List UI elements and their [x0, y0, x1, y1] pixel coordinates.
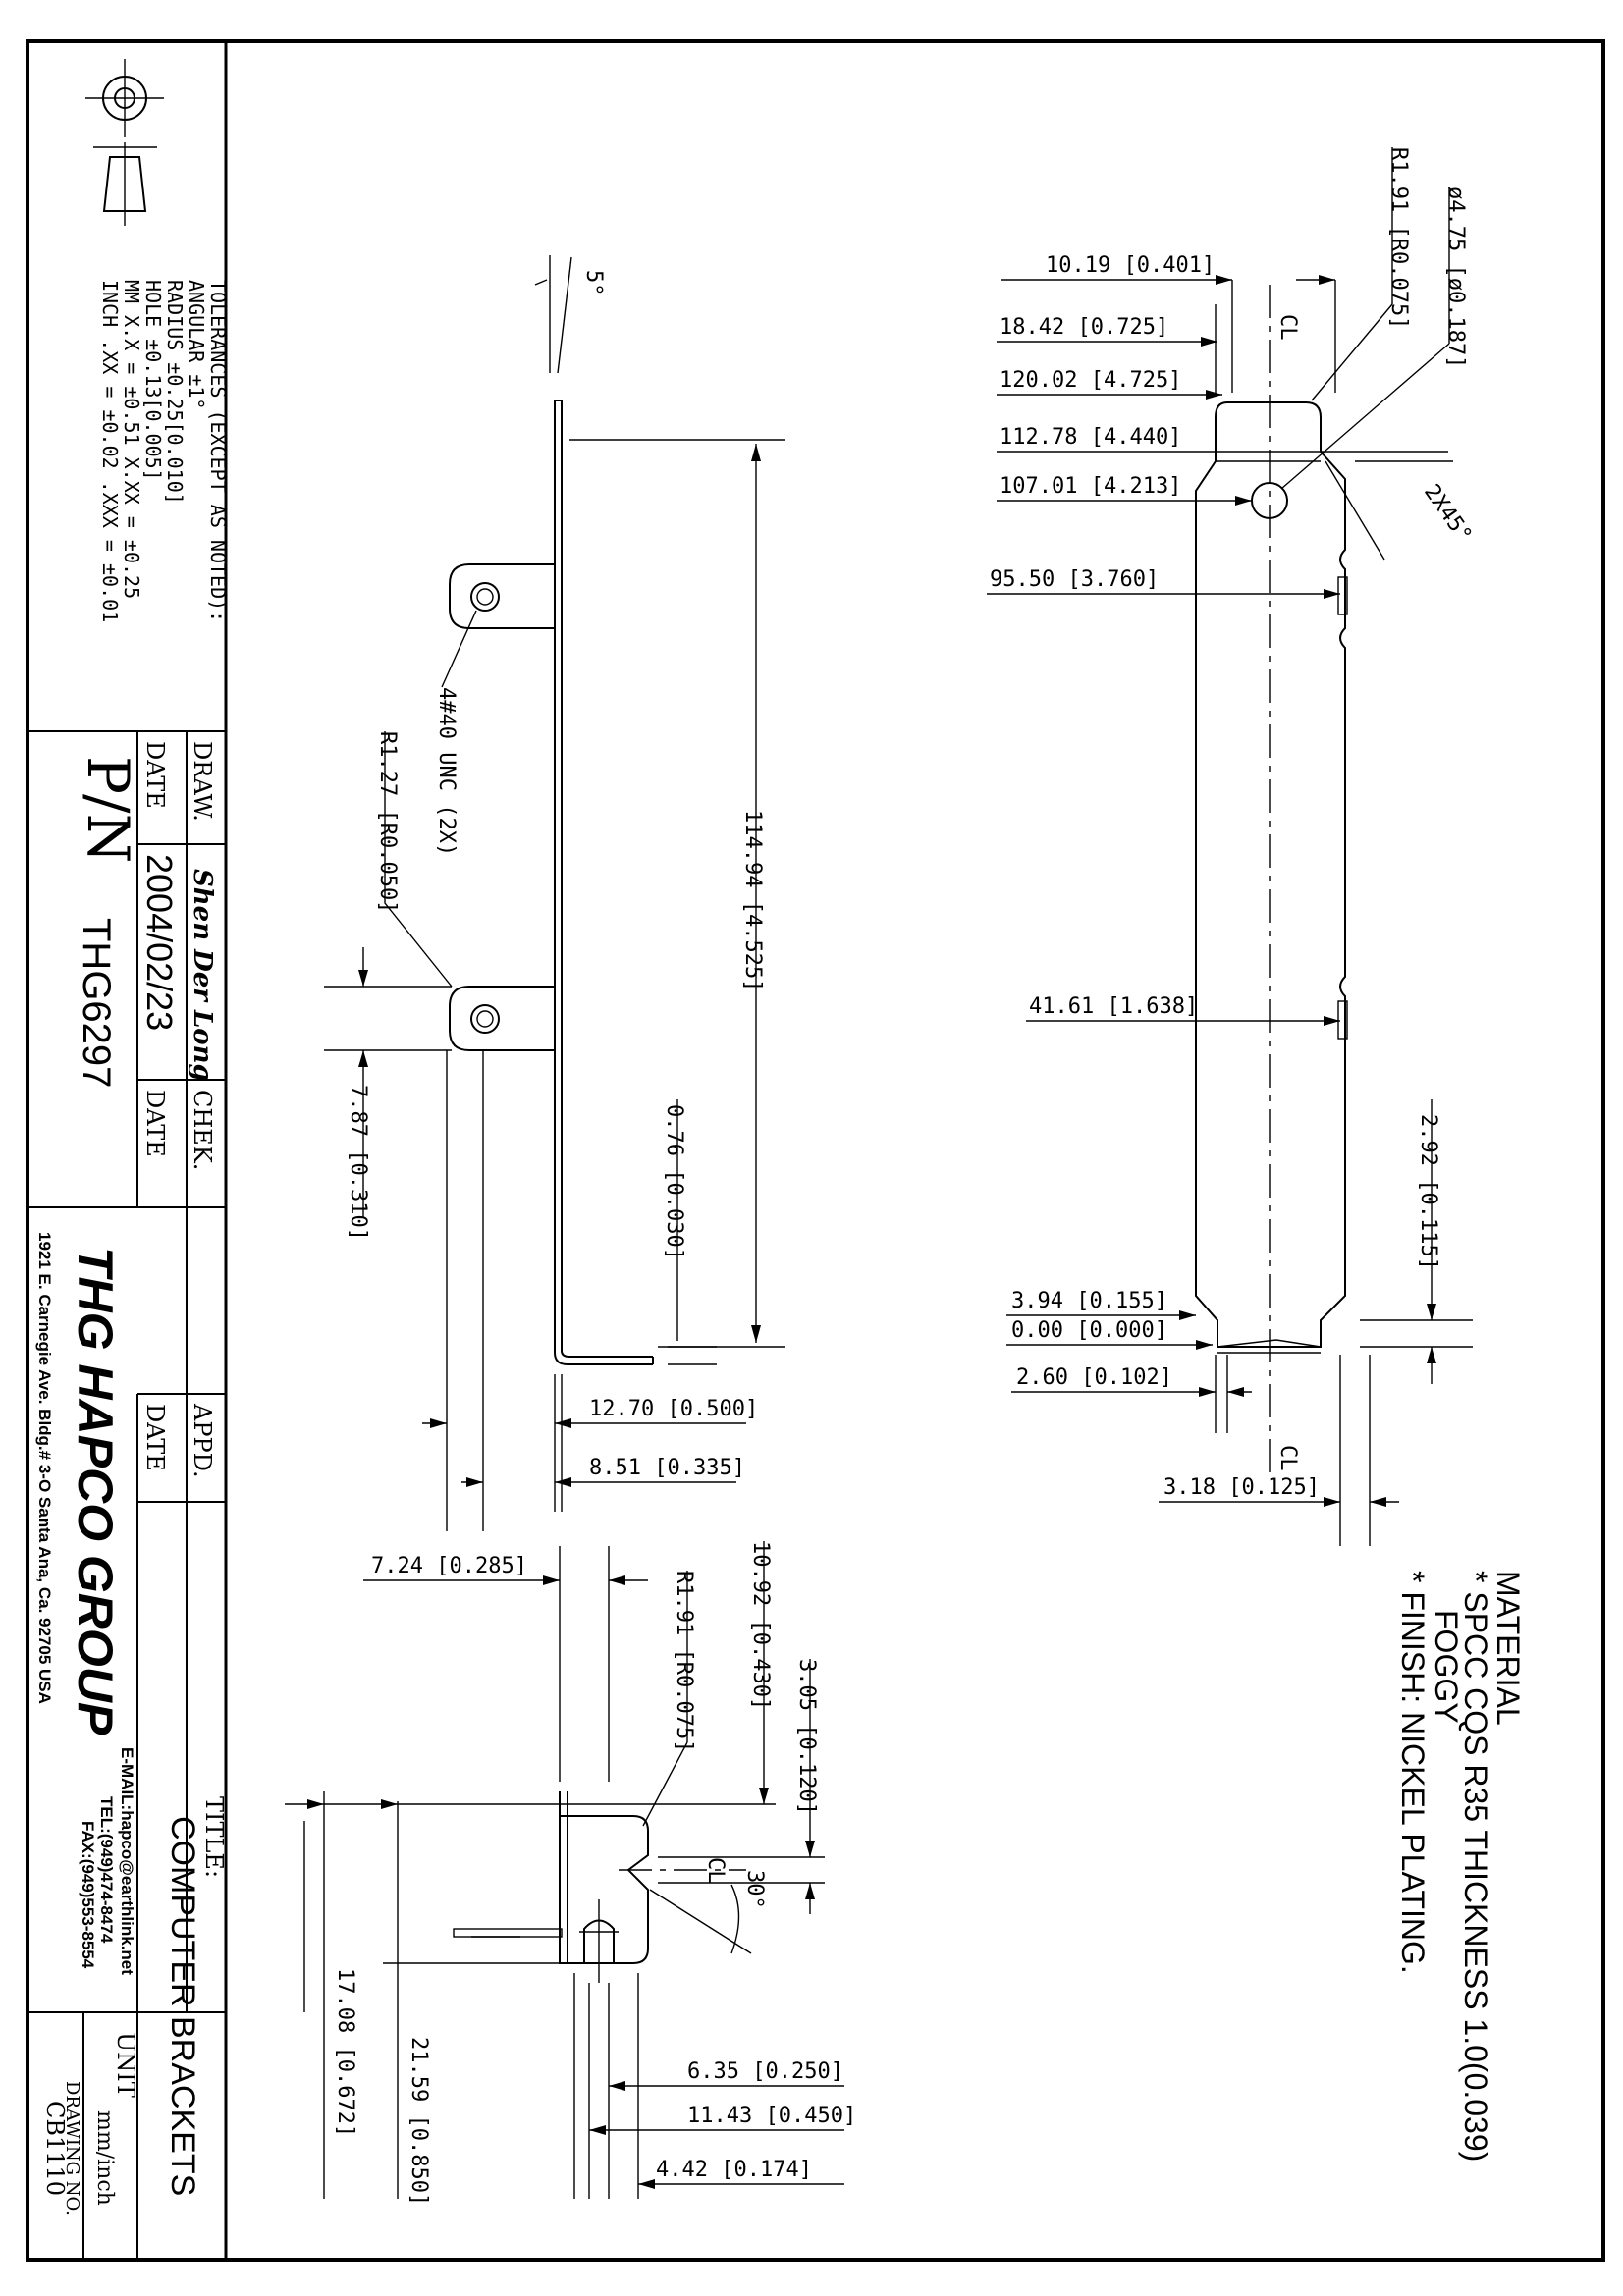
dim-d5: 107.01 [4.213]: [1000, 474, 1181, 499]
callout-corner-radius: R1.91 [R0.075]: [1386, 147, 1411, 329]
company-email: E-MAIL:hapco@earthlink.net: [118, 1747, 136, 1975]
date-label-appd: DATE: [141, 1404, 169, 1471]
material-notes: MATERIAL * SPCC CQS R35 THICKNESS 1.0(0.…: [1395, 1571, 1526, 2162]
dim-tab-width: 7.87 [0.310]: [346, 1085, 370, 1241]
dim-e2: 10.92 [0.430]: [748, 1541, 773, 1710]
dim-e8: 6.35 [0.250]: [687, 2059, 843, 2084]
dim-d6: 95.50 [3.760]: [990, 567, 1159, 592]
dim-e5: 30°: [742, 1870, 767, 1909]
company-tel: TEL:(949)474-8474: [97, 1796, 116, 1944]
centerline-bottom: CL: [1275, 1445, 1300, 1471]
callout-chamfer: 2X45°: [1419, 480, 1476, 548]
sheet-border: [26, 39, 1605, 2262]
drawing-no: CB1110: [41, 2101, 69, 2196]
side-tab-top: [449, 563, 555, 629]
dim-d8: 2.92 [0.115]: [1416, 1114, 1440, 1270]
tolerance-mm: MM X.X = ±0.51 X.XX = ±0.25: [120, 280, 143, 599]
note-spec-cont: FOGGY: [1429, 1610, 1464, 1724]
dim-d9: 3.94 [0.155]: [1011, 1289, 1167, 1313]
tolerance-inch: INCH .XX = ±0.02 .XXX = ±0.01: [98, 280, 122, 622]
date-label-draw: DATE: [141, 741, 169, 809]
dim-e3: R1.91 [R0.075]: [672, 1571, 696, 1752]
title-value: COMPUTER BRACKETS: [164, 1816, 201, 2196]
pn-label: P/N: [75, 756, 141, 863]
tolerance-hole: HOLE ±0.13[0.005]: [141, 280, 165, 481]
dim-d12: 3.18 [0.125]: [1163, 1475, 1320, 1500]
drawn-by: Shen Der Long: [188, 869, 217, 1082]
date-value: 2004/02/23: [139, 854, 180, 1031]
appd-label: APPD.: [189, 1403, 216, 1478]
side-view: 5° 114.94 [4.525] 4#40 UNC (2X) R1.27 [R…: [324, 255, 785, 1531]
callout-thread: 4#40 UNC (2X): [434, 687, 459, 856]
end-view: CL 7.24 [0.285] 10.92 [0.430] R1.91 [R0.…: [285, 1541, 856, 2206]
dim-e6: 17.08 [0.672]: [333, 1968, 357, 2137]
unit-label: UNIT: [112, 2032, 139, 2098]
callout-hole-dia: ø4.75 [ø0.187]: [1443, 187, 1468, 368]
dim-d3: 120.02 [4.725]: [1000, 368, 1181, 393]
dim-d7: 41.61 [1.638]: [1029, 994, 1198, 1019]
drawing-no-label: DRAWING NO.: [62, 2081, 82, 2216]
end-outline: [559, 1791, 649, 1964]
company-fax: FAX:(949)553-8554: [79, 1821, 97, 1969]
title-block: TOLERANCES (EXCEPT AS NOTED): ANGULAR ±1…: [27, 59, 230, 2260]
dim-e10: 4.42 [0.174]: [656, 2158, 812, 2182]
side-tab-bottom: [449, 986, 555, 1051]
dim-e4: 3.05 [0.120]: [794, 1659, 819, 1815]
callout-bend-radius: R1.27 [R0.050]: [375, 731, 400, 913]
title-label: TITLE:: [200, 1796, 228, 1878]
note-finish: * FINISH: NICKEL PLATING.: [1395, 1571, 1431, 1974]
draw-label: DRAW.: [189, 741, 216, 822]
dim-e7: 21.59 [0.850]: [406, 2037, 431, 2206]
dim-d10: 0.00 [0.000]: [1011, 1318, 1167, 1343]
dim-e9: 11.43 [0.450]: [687, 2104, 856, 2128]
unit-value: mm/inch: [92, 2110, 117, 2206]
flat-view: CL CL R1.91 [R0.075] ø4.75 [ø0.187] 2X45…: [987, 147, 1477, 1546]
dim-overall-114: 114.94 [4.525]: [740, 810, 765, 991]
tolerance-radius: RADIUS ±0.25[0.010]: [163, 280, 187, 505]
dim-d2: 18.42 [0.725]: [1000, 315, 1168, 340]
dim-h1: 12.70 [0.500]: [589, 1397, 758, 1421]
tolerance-block: TOLERANCES (EXCEPT AS NOTED): ANGULAR ±1…: [98, 280, 230, 622]
end-centerline: CL: [703, 1857, 728, 1884]
dim-h2: 8.51 [0.335]: [589, 1456, 745, 1480]
dim-d11: 2.60 [0.102]: [1016, 1365, 1172, 1390]
side-profile: [554, 400, 653, 1365]
tolerance-heading: TOLERANCES (EXCEPT AS NOTED):: [206, 280, 230, 622]
dim-d1: 10.19 [0.401]: [1046, 253, 1215, 278]
company-name: THG HAPCO GROUP: [68, 1247, 123, 1735]
dim-e1: 7.24 [0.285]: [371, 1554, 527, 1578]
chek-label: CHEK.: [189, 1090, 216, 1170]
note-spec: * SPCC CQS R35 THICKNESS 1.0(0.039): [1458, 1571, 1493, 2162]
date-label-chek: DATE: [141, 1090, 169, 1157]
note-material: MATERIAL: [1490, 1571, 1526, 1726]
flat-outline: [1195, 401, 1346, 1348]
company-address: 1921 E. Carnegie Ave. Bldg.# 3-O Santa A…: [35, 1232, 54, 1704]
tolerance-angular: ANGULAR ±1°: [185, 280, 208, 409]
pn-value: THG6297: [75, 918, 118, 1088]
dim-angle-5deg: 5°: [581, 270, 606, 296]
projection-symbol-icon: [85, 59, 164, 226]
dim-lip: 0.76 [0.030]: [662, 1104, 686, 1260]
dim-d4: 112.78 [4.440]: [1000, 425, 1181, 450]
centerline-top: CL: [1275, 314, 1300, 341]
